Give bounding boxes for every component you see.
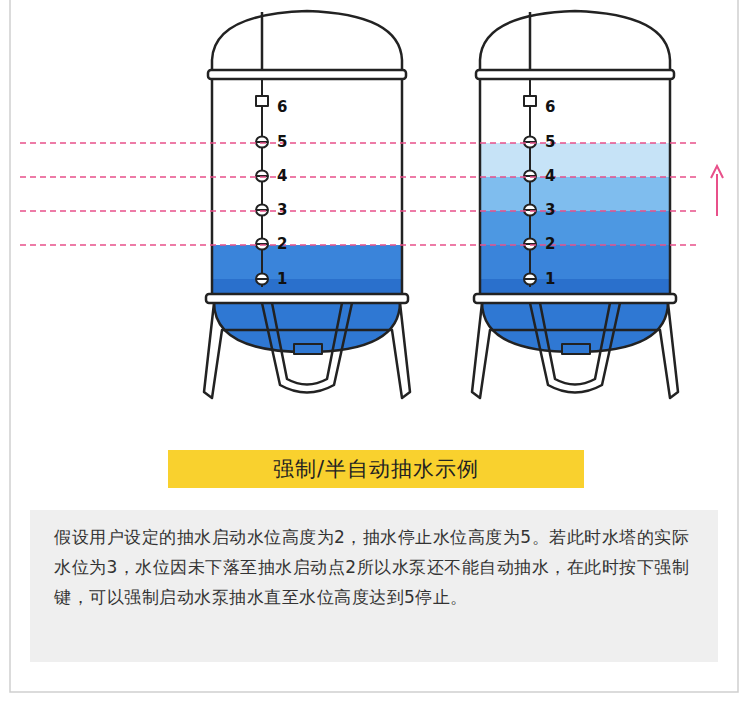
callout-number: 3 <box>545 201 555 219</box>
callout-number: 5 <box>545 133 555 151</box>
description-box: 假设用户设定的抽水启动水位高度为2，抽水停止水位高度为5。若此时水塔的实际水位为… <box>30 510 718 662</box>
callout-number: 5 <box>277 133 287 151</box>
callout-number: 1 <box>545 270 555 288</box>
callout-number: 1 <box>277 270 287 288</box>
callout-number: 4 <box>277 167 287 185</box>
description-text: 假设用户设定的抽水启动水位高度为2，抽水停止水位高度为5。若此时水塔的实际水位为… <box>54 522 694 612</box>
callout-number: 2 <box>277 235 287 253</box>
callout-number: 6 <box>545 98 555 116</box>
callout-number: 4 <box>545 167 555 185</box>
title-banner: 强制/半自动抽水示例 <box>168 450 584 488</box>
callout-number: 6 <box>277 98 287 116</box>
callout-number: 3 <box>277 201 287 219</box>
callout-number: 2 <box>545 235 555 253</box>
